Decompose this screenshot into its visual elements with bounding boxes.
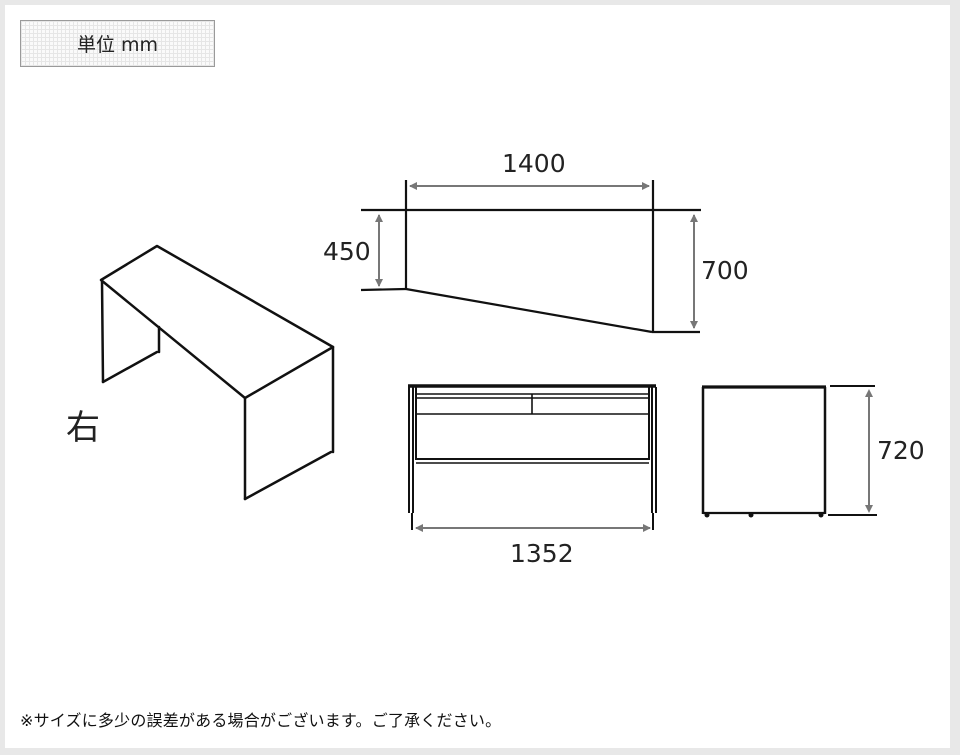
front-view-dimension-line: [415, 524, 651, 532]
side-view-dimension-line: [865, 389, 873, 513]
unit-label-box: 単位 mm: [20, 20, 215, 67]
side-view-drawing: [701, 385, 877, 518]
size-disclaimer-note: ※サイズに多少の誤差がある場合がございます。ご了承ください。: [20, 711, 502, 730]
dimension-height: 720: [877, 436, 925, 465]
diagram-panel: [5, 5, 950, 748]
view-label-right: 右: [66, 408, 100, 448]
dimension-inner-width: 1352: [510, 539, 574, 568]
top-view-dimension-lines: [375, 182, 698, 329]
unit-label: 単位 mm: [76, 34, 159, 56]
front-view-drawing: [408, 384, 657, 530]
dimension-width-top: 1400: [502, 149, 566, 178]
isometric-desk-drawing: [99, 244, 335, 501]
top-view-drawing: [360, 180, 701, 334]
dimension-depth-wide: 700: [701, 256, 749, 285]
dimension-depth-narrow: 450: [323, 237, 371, 266]
